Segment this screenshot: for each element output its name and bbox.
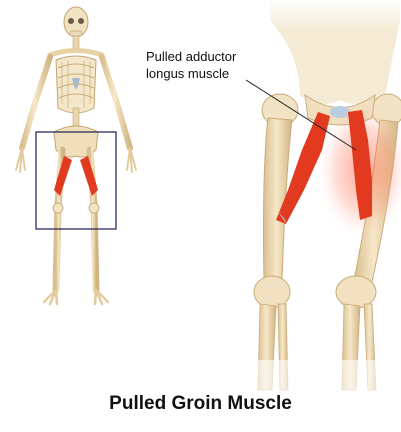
callout-label: Pulled adductor longus muscle (146, 48, 236, 82)
callout-line-2: longus muscle (146, 65, 236, 82)
skeleton-figure (16, 7, 136, 304)
callout-line-1: Pulled adductor (146, 48, 236, 65)
caption-title: Pulled Groin Muscle (0, 393, 401, 415)
